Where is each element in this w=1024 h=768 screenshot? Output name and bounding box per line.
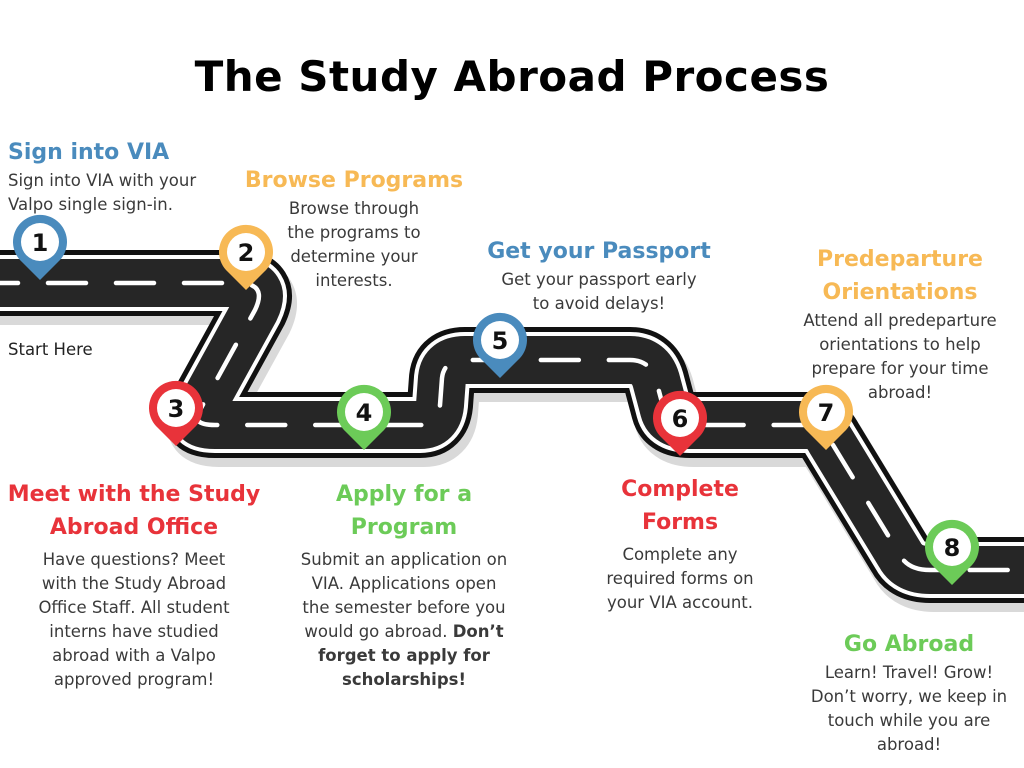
step-6-description: Complete any required forms on your VIA …	[580, 543, 780, 615]
pin-number: 8	[944, 534, 961, 562]
map-pin-5: 5	[473, 312, 528, 378]
step-3: Meet with the Study Abroad Office Have q…	[0, 478, 268, 692]
map-pin-1: 1	[13, 214, 68, 280]
pin-inner-circle	[807, 393, 845, 431]
step-3-heading: Meet with the Study Abroad Office	[0, 478, 268, 544]
step-8: Go Abroad Learn! Travel! Grow! Don’t wor…	[796, 628, 1022, 757]
pin-number: 5	[492, 327, 509, 355]
desc-line: Learn! Travel! Grow!	[824, 663, 994, 682]
heading-line: Abroad Office	[49, 515, 219, 540]
pin-inner-circle	[21, 223, 59, 261]
desc-line: approved program!	[53, 670, 215, 689]
desc-line: abroad!	[876, 735, 942, 754]
step-6-heading: Complete Forms	[580, 473, 780, 539]
desc-bold-text: Don’t	[452, 622, 504, 641]
desc-line: the semester before you	[302, 598, 506, 617]
step-6: Complete Forms Complete any required for…	[580, 473, 780, 615]
heading-line: Complete	[621, 477, 739, 502]
desc-line: Submit an application on	[300, 550, 508, 569]
step-1-description: Sign into VIA with your Valpo single sig…	[8, 169, 196, 217]
step-3-description: Have questions? Meet with the Study Abro…	[0, 548, 268, 692]
pin-inner-circle	[157, 389, 195, 427]
map-pin-3: 3	[149, 380, 204, 446]
heading-line: Forms	[641, 510, 719, 535]
step-4: Apply for a Program Submit an applicatio…	[286, 478, 522, 692]
map-pin-8: 8	[925, 519, 980, 585]
desc-line: Complete any	[622, 545, 738, 564]
page-title: The Study Abroad Process	[194, 52, 830, 101]
pin-inner-circle	[345, 393, 383, 431]
desc-line: determine your	[290, 247, 418, 266]
desc-line: Valpo single sign-in.	[8, 195, 173, 214]
desc-line: would go abroad. Don’t	[286, 620, 522, 644]
step-7-description: Attend all predeparture orientations to …	[782, 309, 1018, 405]
map-pin-2: 2	[218, 224, 273, 290]
desc-line: Have questions? Meet	[42, 550, 226, 569]
desc-line: Sign into VIA with your	[8, 171, 197, 190]
desc-bold-text: scholarships!	[342, 670, 466, 689]
step-8-description: Learn! Travel! Grow! Don’t worry, we kee…	[796, 661, 1022, 757]
desc-line: prepare for your time	[811, 359, 989, 378]
step-7-heading: Predeparture Orientations	[782, 243, 1018, 309]
heading-line: Predeparture	[817, 247, 983, 272]
desc-line: Attend all predeparture	[803, 311, 997, 330]
step-5-description: Get your passport early to avoid delays!	[470, 268, 728, 316]
desc-text: would go abroad.	[304, 622, 453, 641]
pin-number: 2	[238, 239, 255, 267]
desc-line: with the Study Abroad	[41, 574, 227, 593]
step-1: Sign into VIA Sign into VIA with your Va…	[8, 136, 196, 217]
desc-line: Don’t worry, we keep in	[810, 687, 1008, 706]
desc-line: required forms on	[606, 569, 754, 588]
desc-bold-text: forget to apply for	[318, 646, 490, 665]
desc-line: interns have studied	[49, 622, 219, 641]
desc-line: orientations to help	[819, 335, 981, 354]
pin-number: 7	[818, 399, 835, 427]
desc-line: VIA. Applications open	[311, 574, 497, 593]
desc-line: forget to apply for	[286, 644, 522, 668]
pin-inner-circle	[227, 233, 265, 271]
map-pin-7: 7	[799, 384, 854, 450]
desc-line: your VIA account.	[606, 593, 753, 612]
start-here-label: Start Here	[8, 340, 93, 359]
step-4-heading: Apply for a Program	[286, 478, 522, 544]
desc-line: the programs to	[287, 223, 421, 242]
desc-line: abroad with a Valpo	[52, 646, 216, 665]
pin-number: 1	[32, 229, 49, 257]
desc-line: Browse through	[288, 199, 420, 218]
step-7: Predeparture Orientations Attend all pre…	[782, 243, 1018, 405]
step-5-heading: Get your Passport	[487, 239, 711, 264]
pin-number: 6	[672, 405, 689, 433]
heading-line: Orientations	[822, 280, 978, 305]
desc-line: interests.	[315, 271, 393, 290]
map-pin-4: 4	[336, 384, 392, 450]
heading-line: Apply for a	[335, 482, 473, 507]
step-4-description: Submit an application on VIA. Applicatio…	[286, 548, 522, 692]
desc-line: abroad!	[867, 383, 933, 402]
step-2-heading: Browse Programs	[244, 168, 464, 193]
step-1-heading: Sign into VIA	[8, 140, 170, 165]
desc-line: touch while you are	[827, 711, 991, 730]
pin-inner-circle	[933, 528, 971, 566]
heading-line: Meet with the Study	[7, 482, 261, 507]
pin-inner-circle	[481, 321, 519, 359]
heading-line: Program	[350, 515, 458, 540]
step-2-description: Browse through the programs to determine…	[234, 197, 474, 293]
step-8-heading: Go Abroad	[843, 632, 975, 657]
step-2: Browse Programs Browse through the progr…	[234, 164, 474, 293]
pin-number: 4	[356, 399, 373, 427]
desc-line: scholarships!	[286, 668, 522, 692]
desc-line: to avoid delays!	[532, 294, 666, 313]
desc-line: Get your passport early	[501, 270, 697, 289]
pin-number: 3	[168, 395, 185, 423]
pin-inner-circle	[661, 399, 699, 437]
desc-line: Office Staff. All student	[38, 598, 230, 617]
step-5: Get your Passport Get your passport earl…	[470, 235, 728, 316]
map-pin-6: 6	[653, 390, 707, 456]
